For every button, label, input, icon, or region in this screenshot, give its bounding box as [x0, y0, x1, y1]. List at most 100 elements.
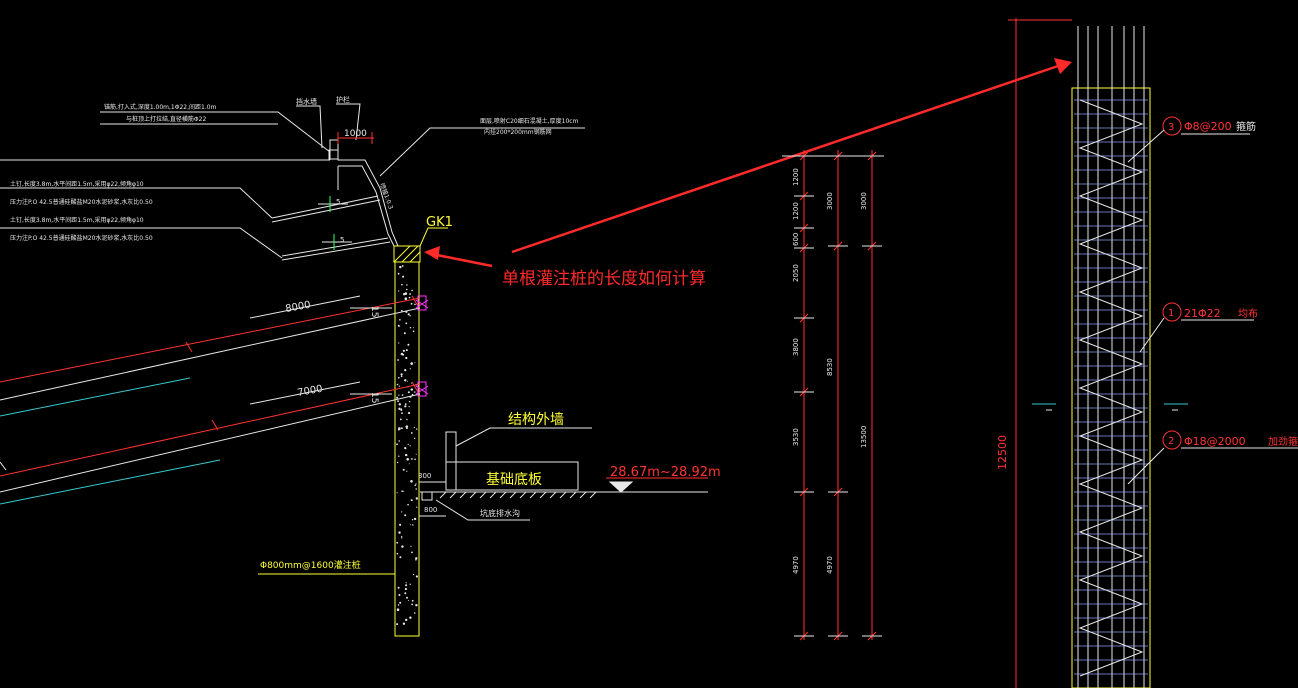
dim-300-text: 300: [418, 472, 431, 480]
concrete-dot: [402, 349, 405, 352]
concrete-dot: [407, 391, 410, 394]
concrete-dot: [398, 594, 401, 596]
slope-ratio: 喷锚1:0.3: [378, 182, 395, 211]
concrete-dot: [401, 394, 404, 396]
concrete-dot: [401, 309, 403, 312]
callout-3-name: 箍筋: [1236, 120, 1256, 133]
cage-stirrups: [1074, 99, 1148, 675]
concrete-dot: [411, 382, 412, 384]
concrete-dot: [397, 400, 399, 402]
dim-c1-3: 2050: [792, 264, 800, 282]
concrete-dot: [406, 458, 410, 461]
concrete-dot: [414, 362, 416, 364]
concrete-dot: [396, 623, 399, 626]
pile-concrete-dots: [396, 265, 418, 626]
concrete-dot: [399, 319, 401, 321]
concrete-dot: [413, 574, 415, 576]
concrete-dot: [401, 408, 402, 410]
pile-cap-hatch-1: [393, 245, 411, 263]
bored-pile: [394, 261, 420, 637]
hatch-line: [559, 491, 567, 499]
concrete-dot: [399, 418, 402, 421]
top-note-leader: [100, 111, 331, 153]
anchor-2-red: [0, 383, 421, 477]
concrete-dot: [404, 403, 407, 405]
anchor-1-tick: [185, 341, 193, 353]
hatch-line: [469, 491, 477, 499]
concrete-dot: [410, 524, 412, 526]
callout-1-spec: 21Φ22: [1184, 307, 1221, 320]
concrete-dot: [400, 373, 403, 376]
dim-extensions: [794, 155, 882, 637]
concrete-dot: [411, 289, 413, 292]
concrete-dot: [398, 403, 401, 406]
anchor-2-cyan: [0, 459, 221, 505]
concrete-dot: [396, 383, 399, 386]
concrete-dot: [404, 297, 408, 301]
concrete-dot: [397, 272, 400, 275]
concrete-dot: [409, 445, 411, 447]
anchor-1-red: [0, 297, 421, 383]
concrete-dot: [407, 503, 409, 506]
concrete-dot: [401, 427, 403, 430]
dim-c1-4: 3800: [792, 338, 800, 356]
base-slab-label: 基础底板: [486, 471, 542, 488]
concrete-dot: [398, 385, 400, 387]
concrete-dot: [406, 470, 408, 472]
concrete-dot: [410, 480, 413, 483]
concrete-dot: [407, 443, 409, 445]
dim-c3-1: 13500: [860, 426, 868, 448]
concrete-dot: [409, 315, 411, 317]
surface-note-leader: [379, 127, 585, 177]
anchor-1-dimline: [249, 295, 361, 319]
concrete-dot: [400, 375, 403, 378]
dim-c1-0: 1200: [792, 168, 800, 186]
concrete-dot: [407, 380, 409, 382]
concrete-dot: [400, 352, 404, 356]
drain-ditch: [421, 491, 433, 501]
soil-nail-1a: [271, 195, 379, 219]
concrete-dot: [414, 484, 417, 487]
concrete-dot: [411, 551, 413, 554]
concrete-dot: [405, 426, 407, 428]
retaining-leader: [296, 105, 323, 149]
concrete-dot: [398, 440, 401, 442]
anchor-2-angle: 15: [369, 392, 379, 403]
concrete-dot: [411, 458, 413, 460]
dim-c2-2: 4970: [826, 556, 834, 574]
concrete-dot: [410, 388, 413, 391]
concrete-dot: [406, 596, 408, 599]
concrete-dot: [404, 405, 407, 408]
concrete-dot: [405, 582, 407, 584]
retaining-section: [0, 103, 708, 637]
dim-c3-0: 3000: [860, 192, 868, 210]
concrete-dot: [402, 468, 405, 471]
concrete-dot: [398, 376, 400, 379]
anchor-1-head: [415, 295, 429, 311]
concrete-dot: [410, 545, 412, 547]
anchor-2-dimline: [249, 381, 361, 405]
concrete-dot: [408, 406, 410, 408]
concrete-dot: [401, 545, 404, 548]
callout-3-circle: [1162, 116, 1182, 136]
concrete-dot: [401, 536, 403, 538]
concrete-dot: [415, 497, 418, 500]
question-text: 单根灌注桩的长度如何计算: [502, 269, 706, 289]
concrete-dot: [403, 332, 406, 335]
hatch-line: [579, 491, 587, 499]
soil-nail-2b: [281, 241, 391, 261]
concrete-dot: [414, 458, 416, 461]
concrete-dot: [403, 275, 405, 277]
concrete-dot: [396, 443, 398, 446]
concrete-dot: [396, 608, 400, 611]
concrete-dot: [396, 492, 398, 494]
concrete-dot: [404, 447, 407, 450]
anchor-2-head: [415, 381, 429, 397]
concrete-dot: [414, 391, 416, 393]
hatch-line: [449, 491, 457, 499]
outer-wall-label: 结构外墙: [508, 412, 564, 428]
arrow-to-pile-head: [424, 246, 440, 260]
concrete-dot: [398, 394, 400, 396]
dim-c1-5: 3530: [792, 428, 800, 446]
